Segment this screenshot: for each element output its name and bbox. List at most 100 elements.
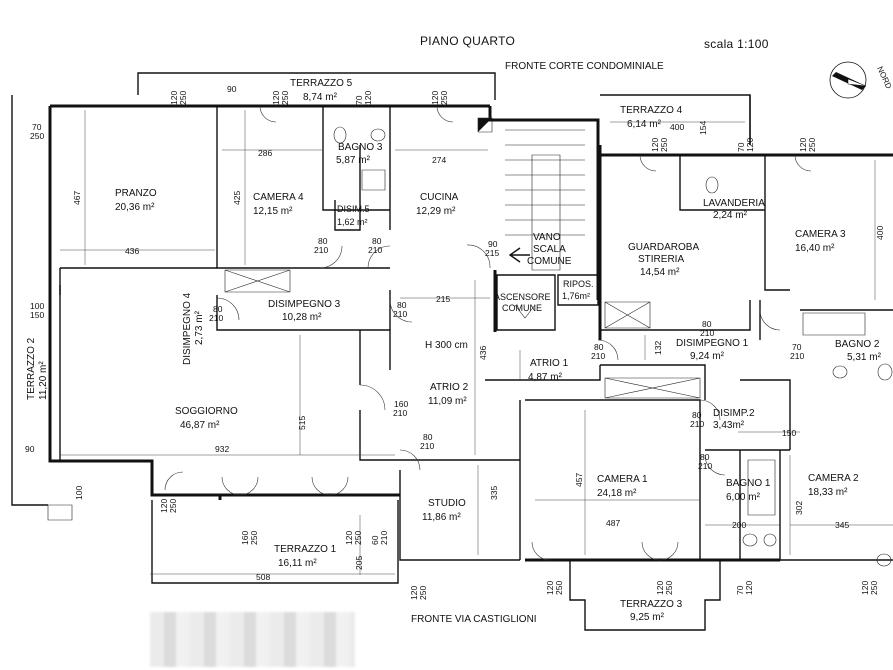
front-bottom-label: FRONTE VIA CASTIGLIONI [411, 614, 537, 625]
room-ripos-area: 1,76m² [562, 291, 590, 301]
dim-150-left: 150 [30, 310, 44, 320]
dim-250-e: 250 [659, 138, 669, 152]
room-bagno1-name: BAGNO 1 [726, 478, 771, 489]
room-camera4-area: 12,15 m² [253, 206, 293, 217]
dim-250-j: 250 [353, 531, 363, 545]
dim-400: 400 [670, 122, 684, 132]
room-ascensore-line2: COMUNE [502, 303, 542, 313]
dim-210-z: 210 [690, 419, 704, 429]
dim-200: 200 [732, 520, 746, 530]
dim-80-u: 80 [397, 300, 407, 310]
dim-100-left: 100 [30, 301, 44, 311]
dim-210-v: 210 [393, 408, 407, 418]
room-vano-line3: COMUNE [527, 256, 572, 267]
dim-154: 154 [698, 121, 708, 135]
room-cucina-area: 12,29 m² [416, 206, 456, 217]
dim-160-v: 160 [394, 399, 408, 409]
room-bagno1-area: 6,00 m² [726, 492, 761, 503]
dim-345: 345 [835, 520, 849, 530]
dim-467: 467 [72, 191, 82, 205]
room-studio-name: STUDIO [428, 498, 466, 509]
room-disimp2-area: 3,43m² [713, 420, 745, 431]
room-ripos-name: RIPOS. [563, 279, 594, 289]
dim-70-o: 70 [735, 585, 745, 595]
room-disim5-name: DISIM.5 [337, 204, 370, 214]
dim-70-c: 70 [354, 95, 364, 105]
north-label: NORD [875, 65, 893, 90]
dim-80-z: 80 [692, 410, 702, 420]
room-camera3-name: CAMERA 3 [795, 229, 846, 240]
room-bagno3-name: BAGNO 3 [338, 142, 383, 153]
room-atrio2-name: ATRIO 2 [430, 382, 469, 393]
room-pranzo-area: 20,36 m² [115, 202, 155, 213]
shower-icon [361, 169, 386, 191]
walls [11, 72, 893, 631]
dim-90-left: 90 [25, 444, 35, 454]
room-terrazzo5-name: TERRAZZO 5 [290, 78, 353, 89]
dim-70-f: 70 [736, 142, 746, 152]
dim-120-c: 120 [363, 91, 373, 105]
dim-70-y: 70 [792, 342, 802, 352]
dim-210-y: 210 [790, 351, 804, 361]
room-terrazzo3-name: TERRAZZO 3 [620, 599, 683, 610]
room-atrio1-name: ATRIO 1 [530, 358, 569, 369]
dim-120-n: 120 [655, 581, 665, 595]
dimension-lines [60, 110, 893, 575]
room-lavanderia-name: LAVANDERIA [703, 198, 765, 209]
room-vano-line1: VANO [533, 232, 561, 243]
fixtures [47, 126, 893, 567]
room-cucina-name: CUCINA [420, 192, 459, 203]
dim-250-n: 250 [664, 581, 674, 595]
room-guardaroba-name: GUARDAROBA [628, 242, 699, 253]
dim-286: 286 [258, 148, 272, 158]
room-disimpegno1-area: 9,24 m² [690, 351, 725, 362]
dim-160-i: 160 [240, 531, 250, 545]
dim-132: 132 [653, 341, 663, 355]
dim-120-m: 120 [545, 581, 555, 595]
dim-120-f: 120 [745, 138, 755, 152]
dim-210-t: 210 [209, 313, 223, 323]
dim-90-top: 90 [227, 84, 237, 94]
dim-80-w: 80 [594, 342, 604, 352]
dim-150: 150 [782, 428, 796, 438]
dim-205: 205 [354, 556, 364, 570]
dim-274: 274 [432, 155, 446, 165]
door-swings [164, 105, 812, 561]
room-terrazzo1-name: TERRAZZO 1 [274, 544, 337, 555]
dim-100: 100 [74, 486, 84, 500]
room-soggiorno-name: SOGGIORNO [175, 406, 238, 417]
room-height-label: H 300 cm [425, 340, 468, 351]
sink-icon-bagno2 [877, 363, 893, 381]
dim-487: 487 [606, 518, 620, 528]
room-camera2-name: CAMERA 2 [808, 473, 859, 484]
room-guardaroba-name2: STIRERIA [638, 254, 684, 265]
dim-215: 215 [436, 294, 450, 304]
room-labels: TERRAZZO 5 8,74 m² TERRAZZO 4 6,14 m² TE… [26, 78, 882, 623]
dim-70-nw: 70 [32, 122, 42, 132]
room-bagno2-name: BAGNO 2 [835, 339, 880, 350]
blurred-watermark [150, 612, 355, 667]
dim-250-nw: 250 [30, 131, 44, 141]
toilet-icon-lavanderia [705, 176, 719, 194]
dim-250-g: 250 [807, 138, 817, 152]
dim-250-h: 250 [168, 499, 178, 513]
dimension-labels: 286 274 425 467 436 436 215 400 154 400 … [25, 84, 885, 600]
dim-120-h: 120 [159, 499, 169, 513]
room-disimp2-name: DISIMP.2 [713, 408, 755, 419]
dim-210-k: 210 [379, 531, 389, 545]
room-bagno3-area: 5,87 m² [336, 155, 371, 166]
dim-250-p: 250 [869, 581, 879, 595]
room-studio-area: 11,86 m² [422, 512, 461, 523]
dim-250-d: 250 [439, 91, 449, 105]
room-pranzo-name: PRANZO [115, 188, 157, 199]
dim-120-g: 120 [798, 138, 808, 152]
north-arrow-icon: NORD [829, 61, 893, 99]
room-soggiorno-area: 46,87 m² [180, 420, 220, 431]
dim-210-u: 210 [393, 309, 407, 319]
room-disimpegno1-name: DISIMPEGNO 1 [676, 338, 749, 349]
room-disimpegno3-area: 10,28 m² [282, 312, 322, 323]
dim-90-s: 90 [488, 239, 498, 249]
front-top-label: FRONTE CORTE CONDOMINIALE [505, 61, 664, 72]
room-disim5-area: 1,62 m² [337, 217, 368, 227]
